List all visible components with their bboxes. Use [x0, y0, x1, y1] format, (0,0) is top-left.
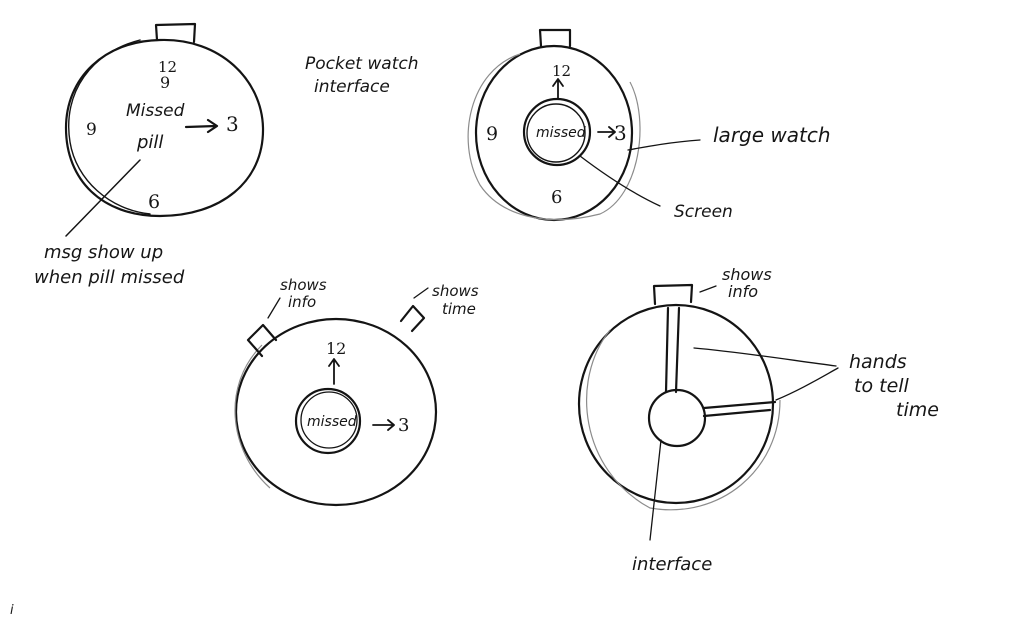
watch-body-second-stroke	[467, 53, 641, 221]
time-button	[399, 304, 426, 333]
label-hands-line-2: to tell	[854, 375, 910, 397]
arrow-to-3	[184, 118, 219, 134]
leader-line-large-watch	[627, 139, 701, 151]
arrow-up-to-12	[328, 358, 340, 385]
center-interface-circle	[647, 388, 707, 448]
leader-line-info	[699, 285, 717, 293]
hour-hand	[664, 306, 681, 394]
sketch-pocket-watch-message: 12 9 9 3 6 Missed pill Pocket watch inte…	[34, 22, 418, 288]
numeral-3: 3	[398, 415, 409, 436]
screen-inner-circle	[526, 103, 586, 163]
numeral-12: 12	[552, 62, 571, 80]
arrow-to-3	[597, 126, 616, 138]
label-hands-line-1: hands	[849, 351, 907, 373]
numeral-3: 3	[614, 121, 627, 145]
watch-crown	[154, 22, 197, 44]
title-line-2: interface	[314, 77, 390, 97]
leader-line-interface	[649, 439, 662, 541]
title-line-1: Pocket watch	[305, 54, 418, 74]
label-time-line-1: shows	[432, 282, 479, 300]
label-large-watch: large watch	[713, 123, 831, 147]
leader-lines-hands	[693, 347, 839, 401]
missed-text: Missed	[126, 101, 185, 121]
screen-inner-circle	[300, 391, 358, 449]
numeral-6: 6	[148, 191, 160, 213]
watch-body-outline	[577, 303, 775, 505]
label-time-line-2: time	[442, 300, 476, 318]
screen-circle	[294, 387, 362, 455]
numeral-6: 6	[551, 187, 562, 208]
numeral-9: 9	[86, 120, 97, 140]
screen-circle	[522, 97, 592, 167]
watch-body-second-stroke	[586, 329, 781, 511]
label-info-line-1: shows	[280, 276, 327, 294]
note-line-1: msg show up	[44, 242, 163, 263]
label-interface: interface	[632, 554, 712, 575]
watch-crown	[652, 283, 694, 306]
watch-body-outline	[234, 317, 438, 507]
sketch-hands-watch: shows info hands to tell time interface	[577, 265, 939, 575]
numeral-3: 3	[226, 112, 239, 136]
leader-line-info	[267, 297, 281, 319]
arrow-to-3	[372, 419, 395, 431]
label-info-line-2: info	[728, 282, 758, 301]
watch-body-outline	[64, 38, 265, 218]
screen-missed-text: missed	[307, 414, 357, 430]
sketch-large-watch-screen: missed 12 9 3 6 large watch Screen	[467, 28, 831, 222]
watch-crown	[538, 28, 572, 48]
numeral-12: 12	[326, 339, 346, 358]
info-button	[246, 323, 278, 358]
sketch-two-button-watch: missed 12 3 shows info shows time	[234, 276, 479, 507]
label-screen: Screen	[674, 202, 733, 222]
numeral-9: 9	[486, 123, 498, 145]
label-hands-line-3: time	[896, 399, 939, 421]
numeral-12: 12	[158, 58, 177, 76]
screen-missed-text: missed	[536, 125, 586, 141]
footer-mark: i	[10, 603, 14, 618]
label-info-line-2: info	[288, 293, 316, 311]
note-line-2: when pill missed	[34, 267, 185, 288]
watch-body-second-stroke	[68, 39, 151, 215]
leader-line-time	[413, 287, 429, 299]
pill-text: pill	[136, 132, 163, 153]
numeral-9-top: 9	[160, 73, 170, 92]
watch-body-second-stroke	[234, 344, 271, 489]
leader-line-msg	[65, 159, 141, 237]
arrow-up-to-12	[552, 78, 564, 99]
leader-line-screen	[579, 155, 661, 207]
minute-hand	[702, 400, 777, 418]
label-info-line-1: shows	[722, 265, 772, 284]
